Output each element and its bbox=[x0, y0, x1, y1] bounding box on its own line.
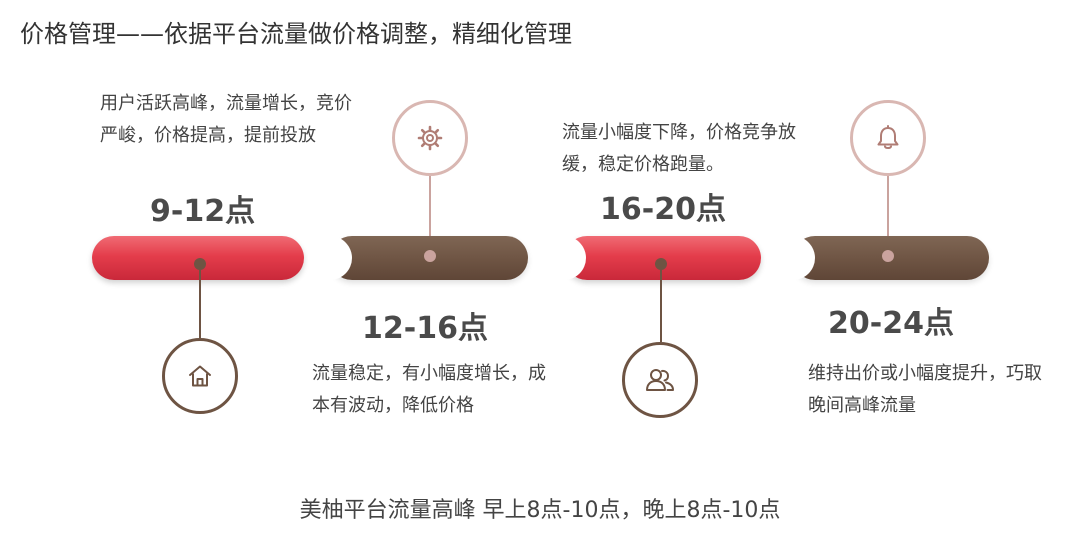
users-icon bbox=[646, 369, 674, 391]
segment-1-time: 9-12点 bbox=[150, 194, 256, 229]
timeline-notch-4 bbox=[771, 236, 815, 280]
segment-2-description: 流量稳定，有小幅度增长，成本有波动，降低价格 bbox=[312, 363, 546, 416]
segment-4-description: 维持出价或小幅度提升，巧取晚间高峰流量 bbox=[808, 363, 1042, 416]
home-icon bbox=[189, 365, 211, 387]
timeline-dot-1 bbox=[194, 258, 206, 270]
connector-line-1 bbox=[199, 270, 201, 338]
gear-icon bbox=[417, 125, 443, 151]
timeline-dot-2 bbox=[424, 250, 436, 262]
bell-icon-circle bbox=[850, 100, 926, 176]
timeline-notch-2 bbox=[308, 236, 352, 280]
timeline-notch-3 bbox=[542, 236, 586, 280]
segment-4-time: 20-24点 bbox=[828, 306, 954, 341]
connector-line-4 bbox=[887, 176, 889, 254]
segment-3-time: 16-20点 bbox=[600, 192, 726, 227]
timeline-dot-3 bbox=[655, 258, 667, 270]
gear-icon-circle bbox=[392, 100, 468, 176]
footer-note: 美柚平台流量高峰 早上8点-10点，晚上8点-10点 bbox=[299, 498, 781, 523]
home-icon-circle bbox=[162, 338, 238, 414]
segment-2-time: 12-16点 bbox=[362, 311, 488, 346]
users-icon-circle bbox=[622, 342, 698, 418]
bell-icon bbox=[877, 125, 899, 149]
page-title: 价格管理——依据平台流量做价格调整，精细化管理 bbox=[20, 20, 572, 48]
connector-line-2 bbox=[429, 176, 431, 254]
segment-1-description: 用户活跃高峰，流量增长，竞价严峻，价格提高，提前投放 bbox=[100, 93, 352, 146]
timeline-dot-4 bbox=[882, 250, 894, 262]
segment-3-description: 流量小幅度下降，价格竞争放缓，稳定价格跑量。 bbox=[562, 122, 796, 175]
connector-line-3 bbox=[660, 270, 662, 342]
